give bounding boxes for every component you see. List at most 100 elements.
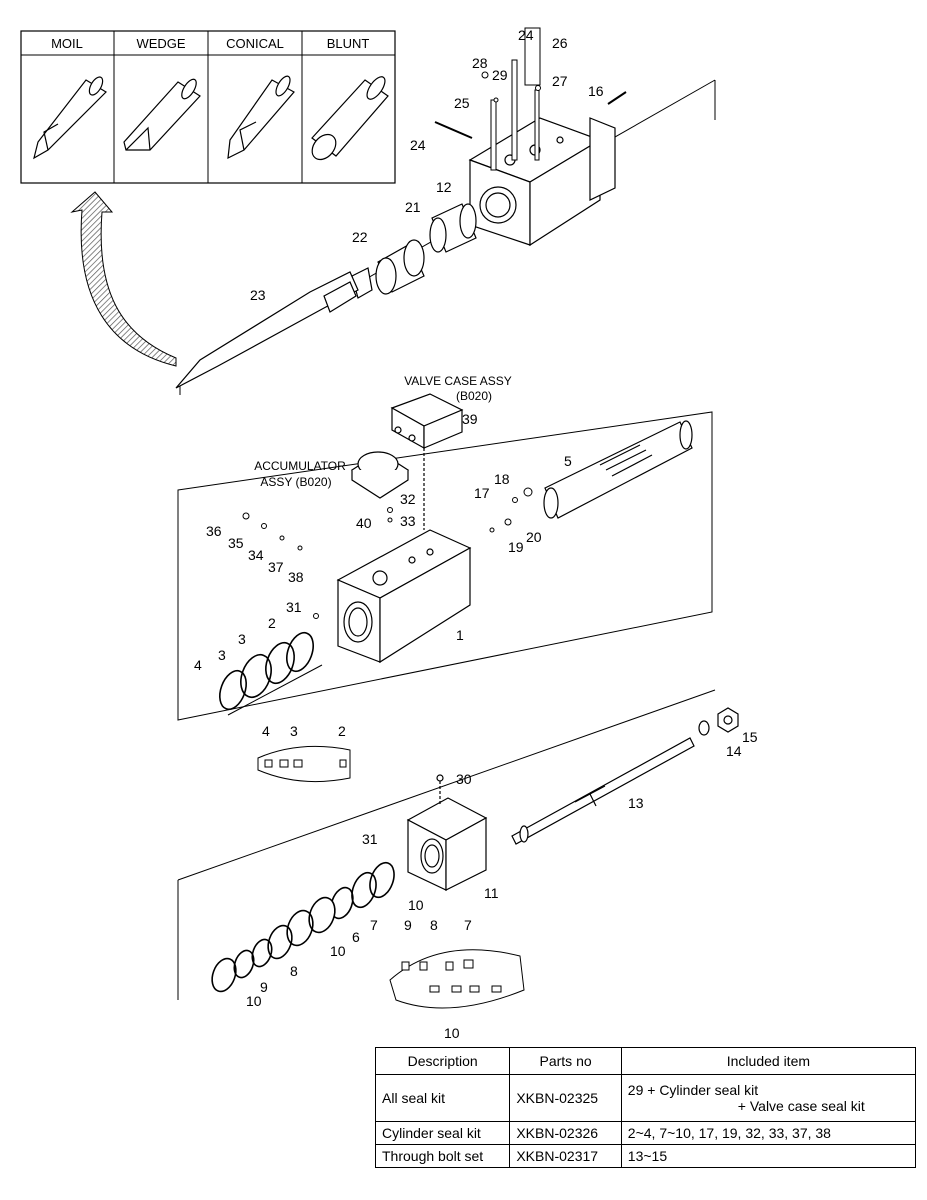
table-header: Included item [620,1047,917,1075]
callout-37: 37 [268,559,284,575]
callout-8a: 8 [290,963,298,979]
callout-10d: 10 [444,1025,460,1041]
callout-7a: 7 [370,917,378,933]
table-header: Parts no [509,1047,622,1075]
included-cell: 29 + Cylinder seal kit + Valve case seal… [620,1074,917,1122]
callout-28: 28 [472,55,488,71]
callout-21: 21 [405,199,421,215]
callout-15: 15 [742,729,758,745]
callout-29: 29 [492,67,508,83]
moil-tool-drawing [33,76,107,160]
tool-types-panel: MOIL WEDGE CONICAL BLUNT [20,30,396,184]
callout-4a: 4 [194,657,202,673]
included-cell: 13~15 [620,1144,917,1168]
accumulator-assy [350,451,410,499]
callout-38: 38 [288,569,304,585]
callout-9b: 9 [404,917,412,933]
callout-17: 17 [474,485,490,501]
description-cell: Through bolt set [374,1144,511,1168]
piston [543,420,693,519]
callout-24a: 24 [518,27,534,43]
callout-10a: 10 [408,897,424,913]
bushings [375,203,477,295]
parts-no-cell: XKBN-02325 [509,1074,622,1122]
table-row: Cylinder seal kit XKBN-02326 2~4, 7~10, … [374,1121,917,1145]
callout-24b: 24 [410,137,426,153]
callout-25: 25 [454,95,470,111]
callout-18: 18 [494,471,510,487]
valve-case-assy-label-2: (B020) [456,389,492,403]
small-fittings [242,487,533,619]
valve-case-assy [390,393,464,530]
callout-27: 27 [552,73,568,89]
callout-23: 23 [250,287,266,303]
callout-2a: 2 [268,615,276,631]
table-header-row: Description Parts no Included item [374,1047,917,1075]
back-head-seals [211,861,395,993]
cylinder-seals [219,631,323,716]
callout-3a: 3 [238,631,246,647]
callout-34: 34 [248,547,264,563]
tool-type-wedge: WEDGE [136,36,185,51]
wedge-tool-drawing [123,78,201,151]
description-cell: All seal kit [374,1074,511,1122]
conical-tool-drawing [227,75,295,160]
callout-39: 39 [462,411,478,427]
callout-3b: 3 [218,647,226,663]
callout-32: 32 [400,491,416,507]
parts-no-cell: XKBN-02317 [509,1144,622,1168]
table-header: Description [374,1047,511,1075]
callout-12: 12 [436,179,452,195]
callout-7b: 7 [464,917,472,933]
callout-33: 33 [400,513,416,529]
callout-35: 35 [228,535,244,551]
callout-1: 1 [456,627,464,643]
back-head-block [406,774,488,891]
cylinder-block [336,529,472,664]
callout-2b: 2 [338,723,346,739]
callout-6: 6 [352,929,360,945]
callout-22: 22 [352,229,368,245]
bolt-nut-washer [698,707,739,736]
seal-detail-inset-lower [389,949,525,1009]
parts-no-cell: XKBN-02326 [509,1121,622,1145]
table-row: Through bolt set XKBN-02317 13~15 [374,1144,917,1168]
callout-26: 26 [552,35,568,51]
callout-9a: 9 [260,979,268,995]
tool-type-blunt: BLUNT [327,36,370,51]
included-line: + Valve case seal kit [737,1098,865,1114]
callout-8b: 8 [430,917,438,933]
callout-5: 5 [564,453,572,469]
callout-4b: 4 [262,723,270,739]
callout-3c: 3 [290,723,298,739]
callout-14: 14 [726,743,742,759]
table-row: All seal kit XKBN-02325 29 + Cylinder se… [374,1074,917,1122]
callout-40: 40 [356,515,372,531]
tool-type-conical: CONICAL [226,36,284,51]
tool-type-moil: MOIL [51,36,83,51]
callout-11: 11 [484,885,499,901]
included-cell: 2~4, 7~10, 17, 19, 32, 33, 37, 38 [620,1121,917,1145]
upper-assembly: 24 26 28 29 27 16 25 24 12 21 22 23 [175,27,716,395]
callout-31a: 31 [286,599,302,615]
callout-10b: 10 [330,943,346,959]
parts-kit-table: Description Parts no Included item All s… [374,1047,917,1168]
accumulator-assy-label-1: ACCUMULATOR [254,459,346,473]
curved-arrow [70,191,177,367]
lower-assembly: 30 15 14 13 31 11 10 7 6 10 8 9 10 9 8 7… [177,689,758,1041]
callout-19: 19 [508,539,524,555]
callout-31b: 31 [362,831,378,847]
through-bolt [511,737,695,845]
description-cell: Cylinder seal kit [374,1121,511,1145]
seal-detail-inset-upper [257,745,351,783]
callout-20: 20 [526,529,542,545]
valve-case-assy-label-1: VALVE CASE ASSY [404,374,512,388]
callout-36: 36 [206,523,222,539]
middle-assembly: VALVE CASE ASSY (B020) ACCUMULATOR ASSY … [177,374,713,783]
retaining-pins [434,27,627,171]
accumulator-assy-label-2: ASSY (B020) [260,475,331,489]
blunt-tool-drawing [311,76,389,161]
callout-30: 30 [456,771,472,787]
callout-16: 16 [588,83,604,99]
